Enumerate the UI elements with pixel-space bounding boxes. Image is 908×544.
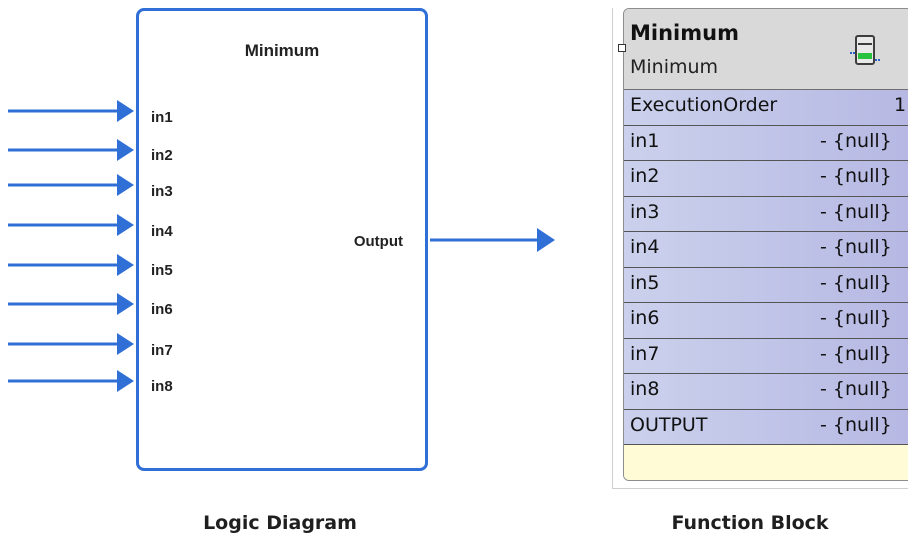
block-icon [850, 35, 881, 65]
slot-value: - {null} [820, 236, 892, 258]
slot-row-in8[interactable]: in8 - {null} [624, 374, 908, 410]
slot-row-in1[interactable]: in1 - {null} [624, 125, 908, 161]
slot-label: ExecutionOrder [630, 94, 778, 116]
slot-label: in2 [630, 165, 660, 187]
input-arrowhead-in1 [117, 100, 134, 122]
input-arrowhead-in3 [117, 174, 134, 196]
input-arrowhead-in8 [117, 370, 134, 392]
slot-row-in2[interactable]: in2 - {null} [624, 161, 908, 197]
slot-row-in7[interactable]: in7 - {null} [624, 338, 908, 374]
canvas-guide-horizontal [612, 488, 908, 489]
logic-input-in7: in7 [151, 342, 173, 359]
slot-row-in6[interactable]: in6 - {null} [624, 303, 908, 339]
logic-input-in8: in8 [151, 378, 173, 395]
slot-value: - {null} [820, 200, 892, 223]
slot-value: - {null} [820, 413, 892, 436]
slot-row-in4[interactable]: in4 - {null} [624, 232, 908, 268]
output-arrowhead [537, 228, 555, 252]
slot-row-output[interactable]: OUTPUT - {null} [624, 409, 908, 445]
function-block-caption: Function Block [671, 512, 829, 534]
logic-input-in1: in1 [151, 109, 173, 126]
logic-output-label: Output [353, 233, 403, 250]
slot-row-in3[interactable]: in3 - {null} [624, 196, 908, 232]
slot-label: in1 [630, 129, 660, 152]
function-block-footer [624, 445, 908, 480]
input-arrowhead-in6 [117, 293, 134, 315]
logic-input-in5: in5 [151, 262, 173, 279]
logic-input-in4: in4 [151, 223, 173, 240]
slot-row-in5[interactable]: in5 - {null} [624, 267, 908, 303]
slot-value: - {null} [820, 307, 892, 329]
slot-value: - {null} [820, 378, 892, 400]
function-block-title: Minimum [630, 21, 739, 45]
logic-diagram-block: Minimum in1 in2 in3 in4 in5 in6 in7 in8 … [136, 8, 428, 471]
function-block-subtitle: Minimum [630, 56, 719, 78]
slot-value: - {null} [820, 271, 892, 294]
slot-label: in3 [630, 200, 660, 223]
logic-input-in3: in3 [151, 183, 173, 200]
slot-label: OUTPUT [630, 413, 708, 436]
function-block[interactable]: Minimum Minimum ExecutionOrder 1 in1 - {nul… [623, 8, 908, 481]
slot-label: in8 [630, 378, 660, 400]
function-block-header[interactable]: Minimum Minimum [624, 9, 908, 90]
slot-row-executionorder[interactable]: ExecutionOrder 1 [624, 90, 908, 126]
function-block-canvas: Minimum Minimum ExecutionOrder 1 in1 - {nul… [612, 8, 908, 494]
input-arrowhead-in7 [117, 333, 134, 355]
input-arrowhead-in4 [117, 214, 134, 236]
input-arrowhead-in2 [117, 139, 134, 161]
logic-block-title: Minimum [244, 41, 320, 60]
logic-input-in6: in6 [151, 301, 173, 318]
canvas-guide-vertical [612, 8, 613, 488]
logic-diagram-caption: Logic Diagram [203, 512, 357, 534]
slot-value: 1 [894, 94, 907, 116]
slot-label: in6 [630, 307, 660, 329]
slot-value: - {null} [820, 165, 892, 187]
slot-label: in5 [630, 271, 660, 294]
block-connector-handle[interactable] [618, 44, 626, 52]
slot-value: - {null} [820, 342, 892, 365]
slot-value: - {null} [820, 129, 892, 152]
slot-label: in4 [630, 236, 660, 258]
slot-label: in7 [630, 342, 660, 365]
input-arrowhead-in5 [117, 254, 134, 276]
logic-input-in2: in2 [151, 147, 173, 164]
